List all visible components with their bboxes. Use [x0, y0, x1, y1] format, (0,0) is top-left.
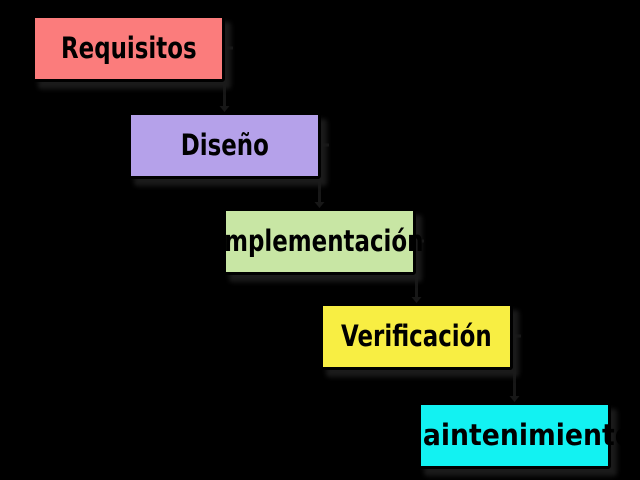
connector-verificacion-maintenimiento [513, 334, 521, 396]
stage-box-verificacion: Verificación [320, 303, 513, 370]
stage-label-maintenimiento: Maintenimiento [396, 418, 633, 452]
arrowhead-icon [411, 297, 422, 303]
stage-box-maintenimiento: Maintenimiento [396, 402, 633, 469]
stage-box-requisitos: Requisitos [32, 15, 225, 82]
arrowhead-icon [509, 396, 520, 402]
connector-requisitos-diseno [223, 46, 233, 106]
arrowhead-icon [219, 106, 230, 112]
stage-label-requisitos: Requisitos [60, 31, 197, 65]
stage-label-diseno: Diseño [180, 128, 269, 162]
stage-box-implementacion: Implementación [216, 208, 423, 275]
arrowhead-icon [314, 202, 325, 208]
stage-label-verificacion: Verificación [341, 319, 492, 353]
stage-label-implementacion: Implementación [215, 224, 424, 258]
stage-box-diseno: Diseño [128, 112, 321, 179]
connector-implementacion-verificacion [415, 239, 424, 297]
